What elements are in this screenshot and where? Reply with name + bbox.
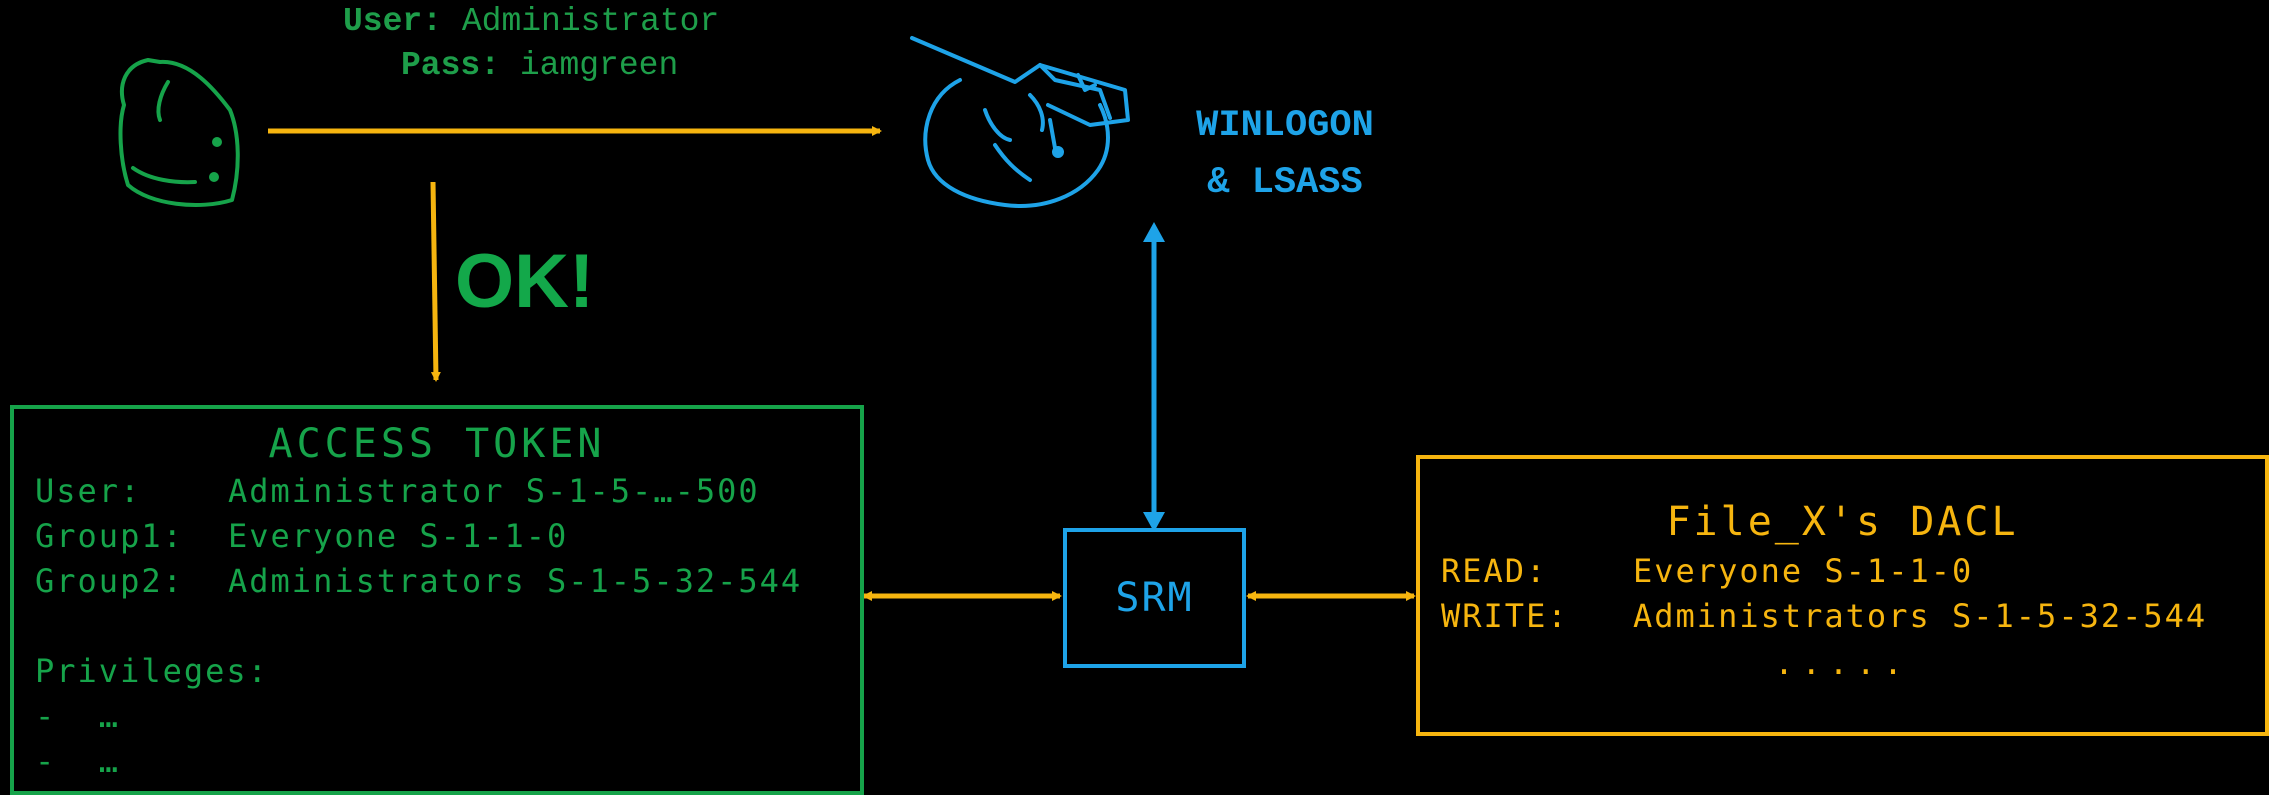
privilege-item: - …: [35, 697, 121, 735]
dacl-ellipsis: .....: [1774, 644, 1911, 682]
dacl-box: File_X's DACL READ: Everyone S-1-1-0 WRIT…: [1416, 455, 2269, 736]
winlogon-line1: WINLOGON: [1196, 105, 1374, 147]
arrowhead-srm-up: [1143, 222, 1165, 242]
token-row-value: Administrator S-1-5-…-500: [228, 472, 760, 510]
token-row-key: Group2:: [35, 562, 184, 600]
token-row-key: User:: [35, 472, 142, 510]
dacl-row-key: WRITE:: [1441, 597, 1569, 635]
winlogon-lsass-label: WINLOGON & LSASS: [1160, 98, 1410, 212]
user-value: Administrator: [461, 3, 720, 40]
access-token-box: ACCESS TOKEN User: Administrator S-1-5-…-…: [10, 405, 864, 795]
token-row-value: Administrators S-1-5-32-544: [228, 562, 803, 600]
token-spacer: [35, 604, 860, 649]
token-row-group1: Group1: Everyone S-1-1-0: [35, 514, 860, 559]
token-row-value: Everyone S-1-1-0: [228, 517, 569, 555]
arrowhead-srm-down: [1143, 512, 1165, 532]
srm-label: SRM: [1115, 575, 1194, 621]
dacl-title: File_X's DACL: [1666, 499, 2019, 545]
pass-label: Pass:: [401, 47, 501, 84]
winlogon-line2: & LSASS: [1207, 162, 1363, 204]
credentials-pass-line: Pass: iamgreen: [343, 44, 719, 88]
srm-box: SRM: [1063, 528, 1246, 668]
token-row-user: User: Administrator S-1-5-…-500: [35, 469, 860, 514]
token-row-group2: Group2: Administrators S-1-5-32-544: [35, 559, 860, 604]
access-token-title: ACCESS TOKEN: [268, 421, 606, 467]
dacl-row-value: Administrators S-1-5-32-544: [1633, 597, 2208, 635]
dacl-row-key: READ:: [1441, 552, 1548, 590]
privileges-label: Privileges:: [35, 652, 269, 690]
arrow-ok-to-token: [430, 181, 441, 382]
computer-doodle-icon: [910, 36, 1130, 208]
token-row-key: Group1:: [35, 517, 184, 555]
privilege-item: - …: [35, 742, 121, 780]
credentials: User: Administrator Pass: iamgreen: [343, 0, 719, 88]
user-label: User:: [343, 3, 443, 40]
dacl-row-read: READ: Everyone S-1-1-0: [1441, 549, 2265, 594]
dacl-row-value: Everyone S-1-1-0: [1633, 552, 1974, 590]
dacl-row-write: WRITE: Administrators S-1-5-32-544: [1441, 594, 2265, 639]
pass-value: iamgreen: [519, 47, 679, 84]
credentials-user-line: User: Administrator: [343, 0, 719, 44]
ok-label: OK!: [455, 239, 595, 324]
user-head-icon: [118, 58, 240, 207]
